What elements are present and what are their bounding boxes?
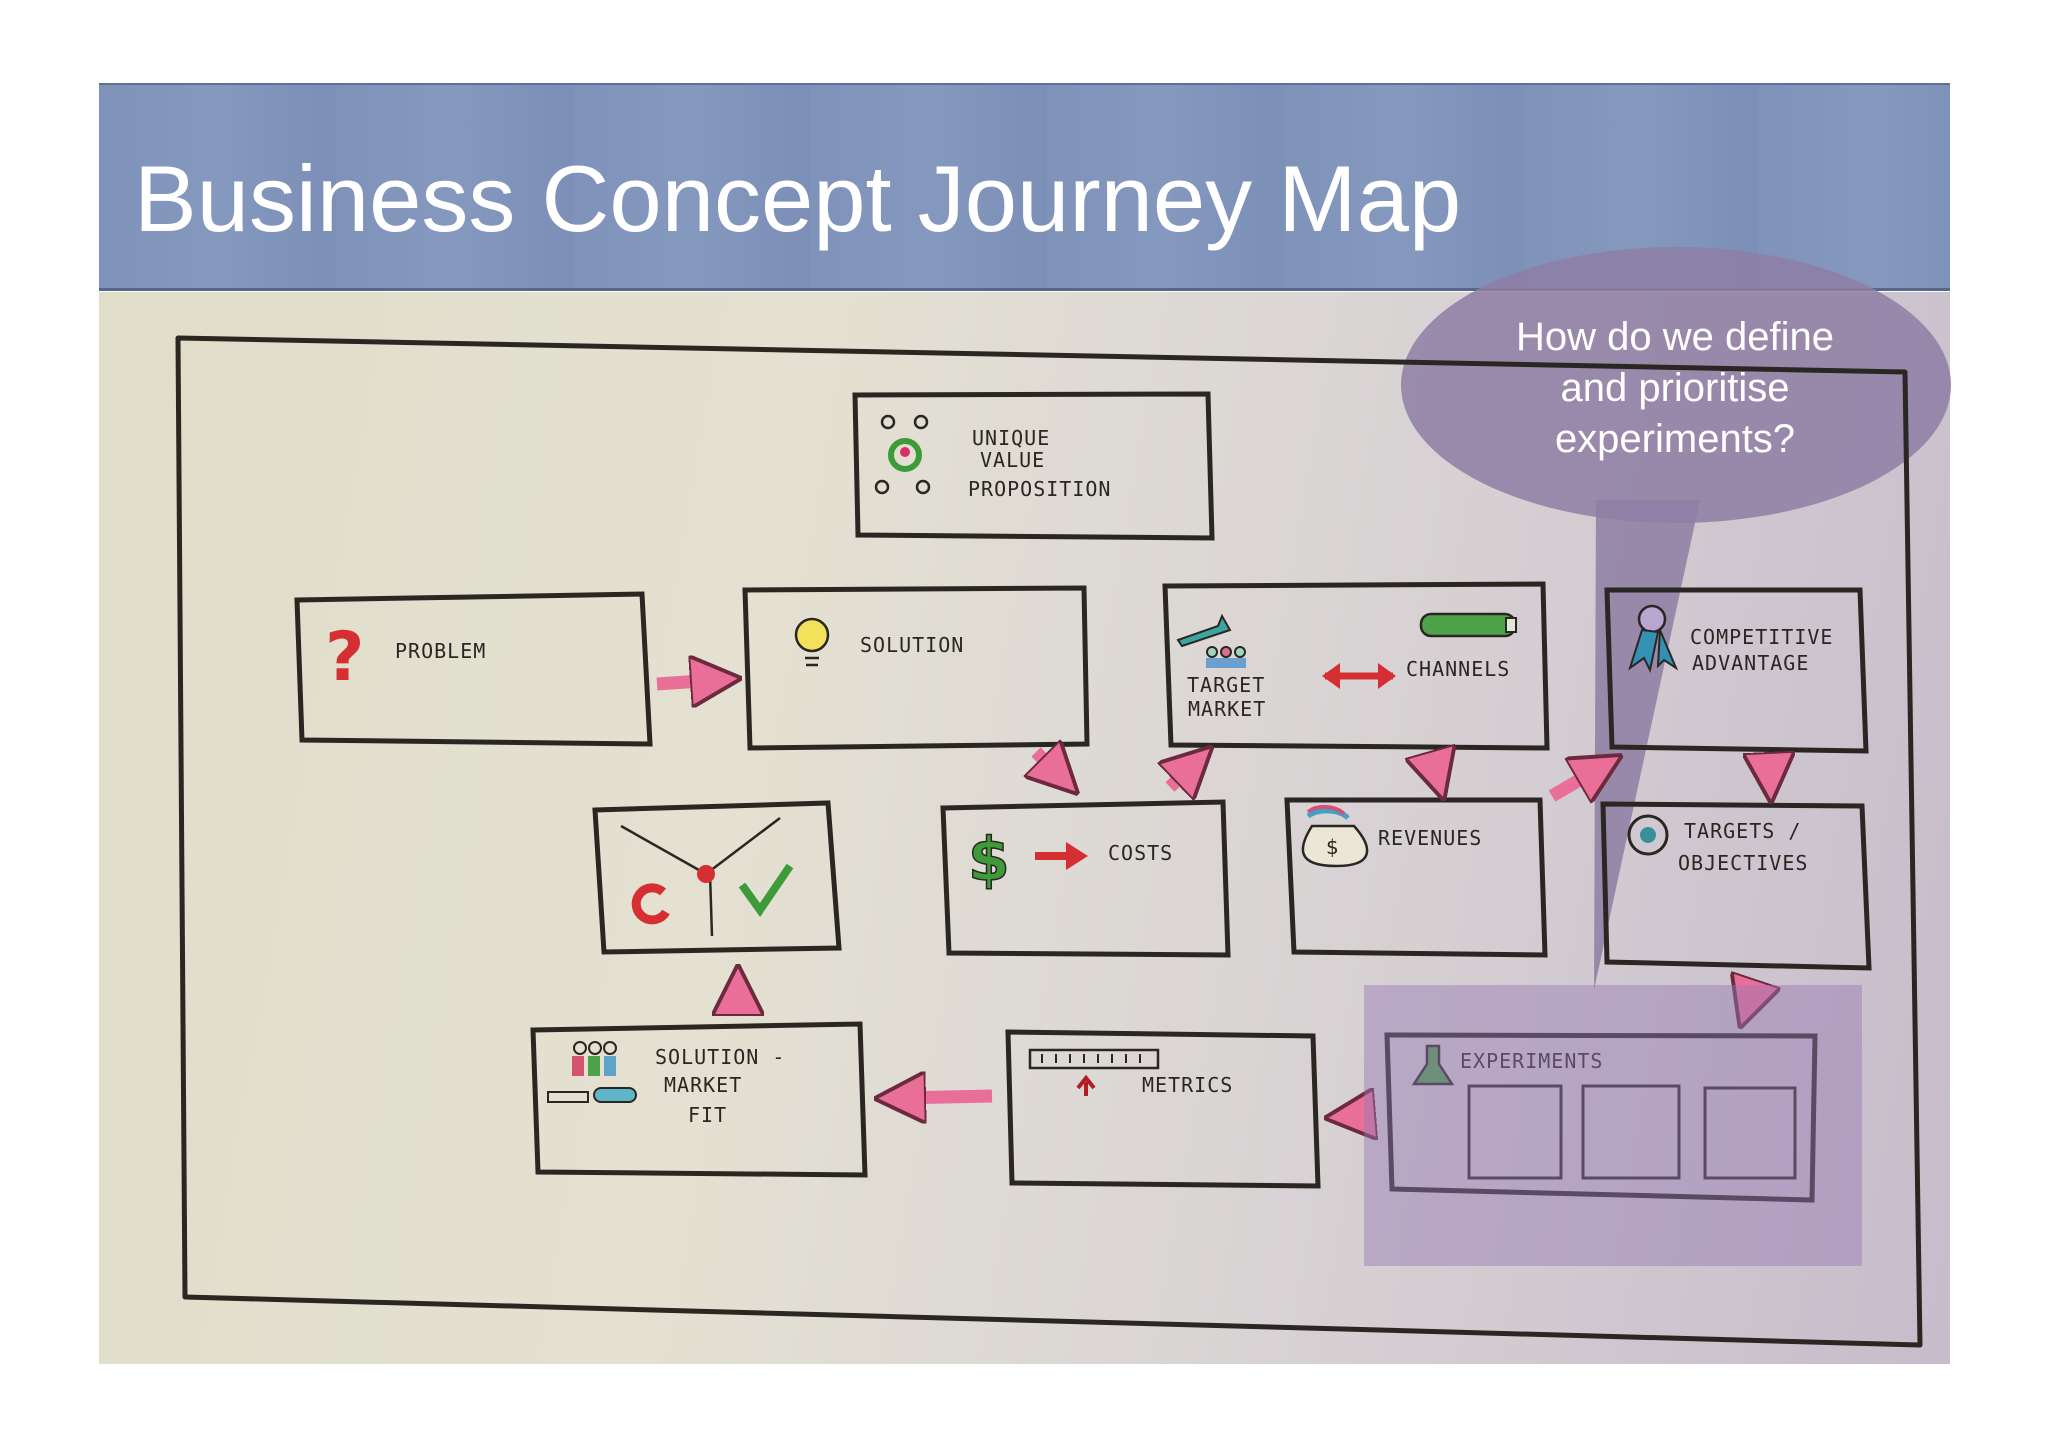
slide-title: Business Concept Journey Map [134, 146, 1462, 251]
fit-label-line3: FIT [688, 1103, 727, 1127]
speech-bubble-text: How do we define and prioritise experime… [1450, 312, 1900, 465]
battery-icon [1419, 612, 1517, 638]
metrics-label: METRICS [1142, 1073, 1233, 1097]
channels-label: CHANNELS [1406, 657, 1510, 681]
ribbon-icon [1628, 604, 1679, 674]
fit-label-line2: MARKET [664, 1073, 742, 1097]
arrow-channels-to-revenues [1431, 755, 1437, 776]
arrow-metrics-to-fit [900, 1096, 993, 1098]
competitive-advantage-label-line2: ADVANTAGE [1692, 651, 1809, 675]
slide-header: Business Concept Journey Map [99, 83, 1950, 291]
uvp-label-line3: PROPOSITION [968, 477, 1111, 501]
people-icon [547, 1041, 637, 1103]
box-costs: $ COSTS [940, 799, 1231, 958]
dollar-icon: $ [968, 825, 1010, 895]
outer-frame [175, 335, 1923, 1348]
svg-text:$: $ [1326, 835, 1339, 859]
competitive-advantage-label-line1: COMPETITIVE [1690, 625, 1833, 649]
arrow-revenues-to-advantage [1548, 768, 1600, 796]
money-bag-icon: $ [1301, 805, 1369, 868]
box-solution-market-fit: SOLUTION - MARKET FIT [530, 1021, 868, 1178]
fit-label-line1: SOLUTION - [655, 1045, 785, 1069]
box-competitive-advantage: COMPETITIVE ADVANTAGE [1604, 587, 1869, 754]
box-metrics: METRICS [1005, 1029, 1321, 1189]
uvp-label-line1: UNIQUE [972, 426, 1050, 450]
people-icon [874, 414, 931, 495]
target-market-label-line2: MARKET [1188, 697, 1266, 721]
experiment-slot-1 [1467, 1084, 1563, 1180]
arrow-advantage-to-targets [1769, 757, 1770, 778]
ruler-icon [1028, 1048, 1160, 1096]
box-target-market-channels: TARGET MARKET CHANNELS [1162, 581, 1550, 751]
target-icon [1627, 814, 1669, 856]
checkmark-icon [738, 863, 794, 917]
speech-bubble [1401, 247, 1951, 990]
question-icon: ? [325, 618, 364, 697]
callout-line2: and prioritise [1560, 366, 1790, 410]
arrow-targets-to-experiments [1748, 980, 1756, 1004]
targets-label-line2: OBJECTIVES [1678, 851, 1808, 875]
costs-label: COSTS [1108, 841, 1173, 865]
targets-label-line1: TARGETS / [1684, 819, 1801, 843]
experiments-highlight [1364, 985, 1862, 1266]
uvp-label-line2: VALUE [980, 448, 1045, 472]
box-targets-objectives: TARGETS / OBJECTIVES [1600, 801, 1872, 971]
callout-line3: experiments? [1554, 417, 1796, 461]
arrow-costs-to-target-market [1170, 764, 1194, 787]
problem-label: PROBLEM [395, 639, 486, 663]
experiment-slot-3 [1703, 1086, 1797, 1180]
box-unique-value-proposition: UNIQUE VALUE PROPOSITION [852, 391, 1215, 541]
revenues-label: REVENUES [1378, 826, 1482, 850]
box-experiments: EXPERIMENTS [1384, 1032, 1818, 1203]
arrow-problem-to-solution [656, 680, 716, 684]
box-pivot-or-persevere [592, 800, 842, 955]
flow-arrows [656, 680, 1770, 1116]
people-icon [1206, 646, 1246, 668]
lightbulb-icon [794, 617, 830, 667]
box-solution: SOLUTION [742, 585, 1090, 751]
solution-label: SOLUTION [860, 633, 964, 657]
callout-line1: How do we define [1516, 315, 1834, 359]
megaphone-icon [1176, 613, 1232, 648]
experiments-label: EXPERIMENTS [1460, 1049, 1603, 1073]
box-revenues: $ REVENUES [1284, 797, 1548, 958]
pivot-icon [620, 817, 781, 937]
arrow-solution-to-costs [1036, 752, 1060, 776]
arrow-experiments-to-metrics [1350, 1114, 1374, 1116]
box-problem: ? PROBLEM [294, 591, 653, 747]
flask-icon [1411, 1044, 1455, 1086]
target-market-label-line1: TARGET [1187, 673, 1265, 697]
experiment-slot-2 [1581, 1084, 1681, 1180]
